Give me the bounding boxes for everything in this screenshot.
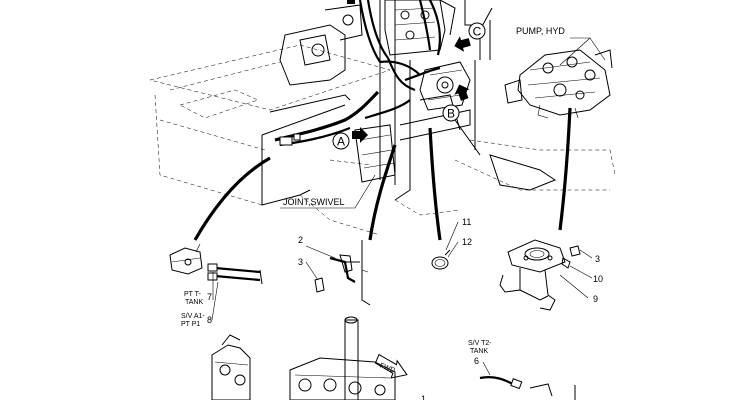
- part-number-1: 1: [421, 394, 426, 400]
- fwd-label: FWD: [379, 362, 396, 374]
- part-number-11: 11: [462, 217, 471, 227]
- part-number-10: 10: [593, 274, 603, 284]
- pump-hyd-label: PUMP, HYD: [516, 26, 565, 36]
- part-number-6: 6: [474, 356, 479, 366]
- bottom-left-valve: [211, 334, 251, 400]
- part-number-3-left: 3: [298, 257, 303, 267]
- sv-a1-line2: PT P1: [181, 321, 200, 328]
- joint-swivel-label: JOINT,SWIVEL: [283, 197, 345, 207]
- detail-elbow-fitting: [499, 239, 593, 311]
- pump-label-group: PUMP, HYD: [516, 26, 606, 66]
- callout-c-label: C: [473, 25, 482, 39]
- hydraulic-pump: [504, 49, 613, 119]
- callout-a-label: A: [337, 135, 345, 149]
- part-number-7: 7: [207, 292, 212, 302]
- bottom-valve-assembly: [289, 316, 396, 400]
- part-number-9: 9: [593, 294, 598, 304]
- sv-t2-line1: S/V T2-: [468, 340, 492, 347]
- detail-hose-clip: [431, 221, 459, 270]
- callout-a: A: [332, 127, 368, 150]
- upper-hoses: [274, 0, 493, 147]
- sv-t2-line2: TANK: [470, 348, 488, 355]
- part-number-3-right: 3: [595, 254, 600, 264]
- part-number-12: 12: [462, 237, 472, 247]
- detail-leaders: [193, 107, 572, 241]
- fwd-arrow: FWD: [374, 353, 408, 379]
- callout-c: C: [454, 22, 486, 52]
- part-number-2: 2: [298, 235, 303, 245]
- sv-a1-line1: S/V A1-: [181, 313, 205, 320]
- top-arrow-icon: [347, 0, 355, 4]
- chassis-frame: [149, 0, 616, 236]
- pt-t-tank-line1: PT T-: [184, 291, 202, 298]
- detail-clamp: [305, 240, 371, 306]
- joint-label-group: JOINT,SWIVEL: [280, 174, 376, 209]
- callout-b-label: B: [447, 107, 455, 121]
- callout-b: B: [442, 84, 470, 122]
- center-pump-body: [419, 61, 471, 111]
- pt-t-tank-line2: TANK: [185, 299, 203, 306]
- part-number-8: 8: [207, 315, 212, 325]
- detail-sv-t2-hose: [479, 361, 576, 400]
- detail-pt-tank-hoses: [169, 243, 263, 321]
